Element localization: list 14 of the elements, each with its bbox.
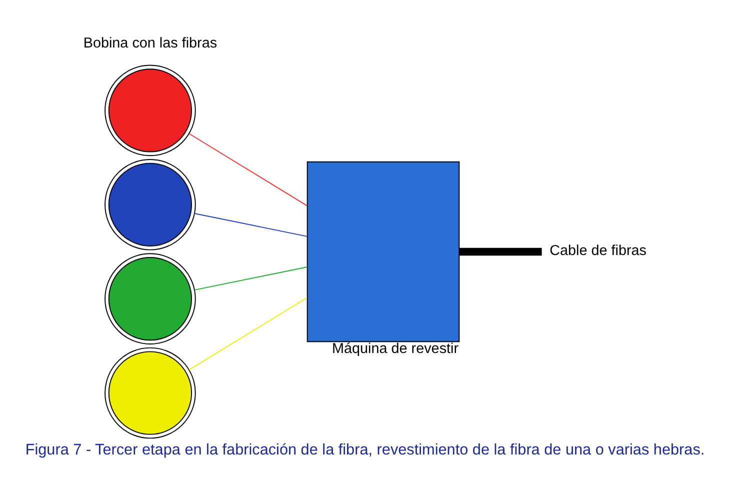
connector: [194, 266, 308, 290]
caption: Figura 7 - Tercer etapa en la fabricación de la fibra, revestimiento de la fibra de una o varias hebras.: [25, 440, 705, 458]
node-box: [306, 160, 460, 342]
node-circle: [104, 252, 196, 344]
connector: [194, 212, 308, 236]
node-circle: [104, 346, 196, 438]
label: Bobina con las fibras: [83, 35, 218, 52]
connector: [459, 247, 542, 256]
connector: [188, 132, 308, 206]
node-circle: [104, 158, 196, 250]
node-text: Cable de fibras: [550, 242, 647, 259]
node-label: Máquina de revestir: [332, 340, 459, 357]
connector: [188, 296, 308, 370]
node-circle: [104, 64, 196, 156]
